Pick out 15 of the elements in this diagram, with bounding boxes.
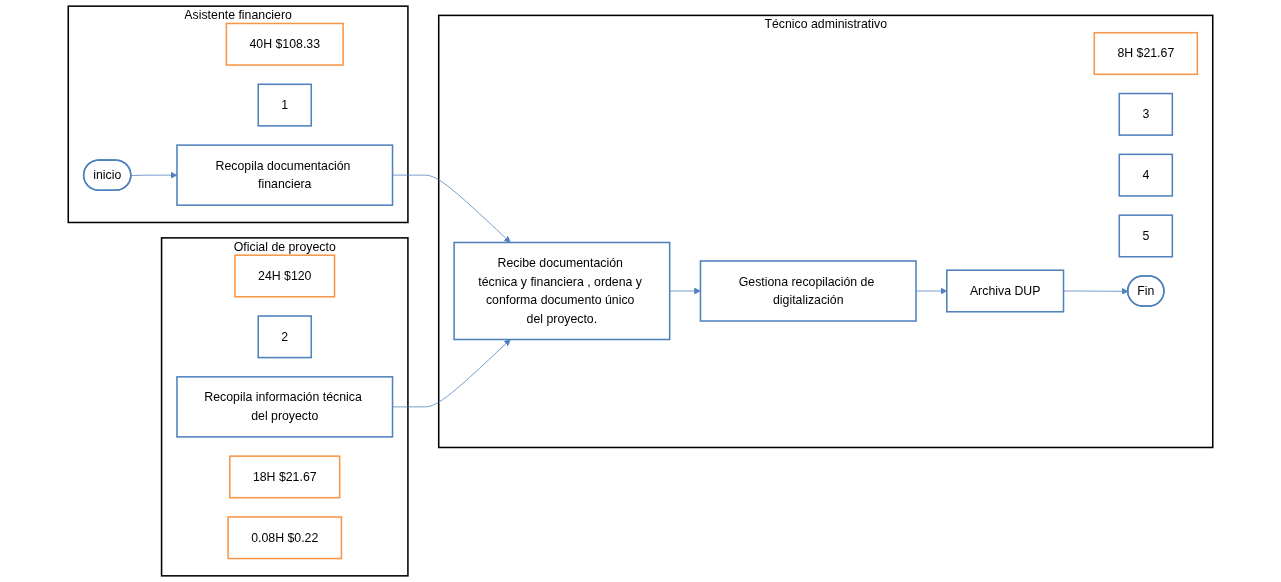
node-box: 2 — [257, 315, 313, 359]
node-box: 1 — [257, 83, 313, 127]
node-box: Archiva DUP — [946, 269, 1065, 313]
node-box: 8H $21.67 — [1093, 31, 1199, 76]
node-box: 24H $120 — [234, 254, 336, 298]
node-box: 4 — [1118, 153, 1174, 197]
node-box: Recopila documentación financiera — [176, 144, 394, 206]
node-box: 3 — [1118, 92, 1174, 136]
node-box: 0.08H $0.22 — [227, 516, 343, 560]
node-box: Gestiona recopilación de digitalización — [699, 260, 917, 322]
node-box: Recopila información técnica del proyecto — [176, 376, 394, 438]
node-box: 18H $21.67 — [229, 455, 341, 499]
node-box: Recibe documentación técnica y financiera , ordena y conforma documento único del proyecto. — [453, 241, 671, 341]
node-box: 5 — [1118, 214, 1174, 258]
node-box: 40H $108.33 — [225, 22, 344, 66]
